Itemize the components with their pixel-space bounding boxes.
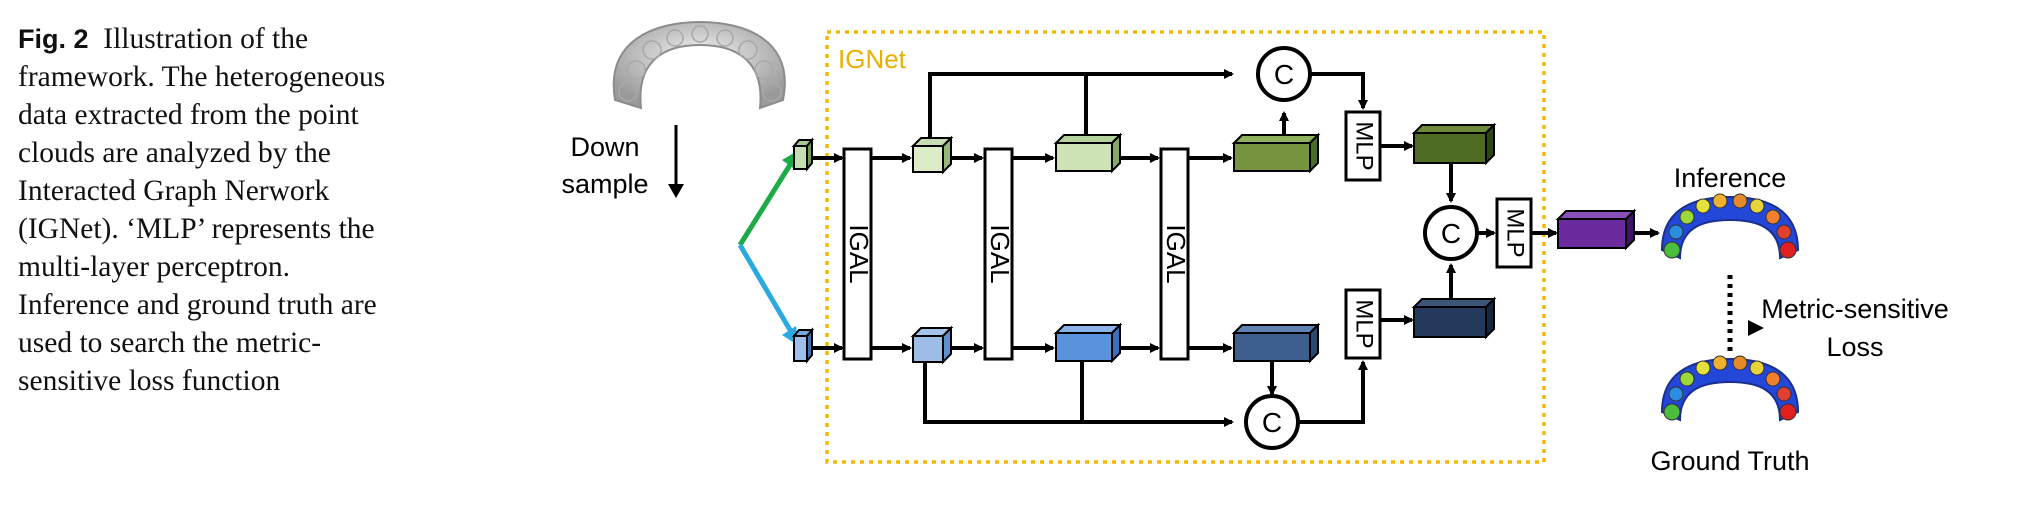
feature-cube-bottom-1 — [910, 325, 954, 365]
loss-pointer-icon — [1748, 320, 1764, 336]
feature-cube-top-3 — [1231, 132, 1321, 174]
igal-label-3: IGAL — [1161, 224, 1191, 283]
igal-label-1: IGAL — [844, 224, 874, 283]
caption-line-6: (IGNet). ‘MLP’ represents the — [18, 213, 375, 245]
top-skip-connections — [928, 69, 1289, 138]
bottom-concat-to-mlp-arrow — [1298, 360, 1368, 424]
figure-caption: Fig. 2 Illustration of the framework. Th… — [18, 20, 448, 400]
mlp-label-final: MLP — [1502, 208, 1529, 257]
fused-cube-bottom — [1411, 296, 1497, 340]
fused-cube-top — [1411, 122, 1497, 166]
caption-line-5: Interacted Graph Nerwork — [18, 175, 330, 207]
feature-cube-bottom-3 — [1231, 322, 1321, 364]
input-cube-bottom — [791, 327, 815, 364]
blue-branch-line — [737, 243, 796, 337]
caption-line-8: Inference and ground truth are — [18, 289, 377, 321]
concat-node-bottom: C — [1244, 394, 1300, 450]
mlp-label-top: MLP — [1351, 121, 1378, 170]
bottom-skip-connections — [923, 361, 1277, 427]
concat-label-middle: C — [1441, 218, 1461, 249]
loss-label-line2: Loss — [1826, 332, 1883, 362]
ignet-module-border — [825, 30, 1546, 464]
figure-label: Fig. 2 — [18, 24, 89, 54]
caption-line-7: multi-layer perceptron. — [18, 251, 290, 283]
mlp-label-bottom: MLP — [1351, 299, 1378, 348]
downsample-label-line1: Down — [570, 132, 639, 162]
point-cloud-image — [612, 20, 786, 110]
downsample-label-line2: sample — [561, 169, 648, 199]
mlp-box-final: MLP — [1495, 197, 1533, 269]
concat-label-bottom: C — [1262, 407, 1282, 438]
feature-cube-top-2 — [1053, 132, 1123, 174]
input-cube-top — [791, 137, 815, 172]
caption-line-9: used to search the metric- — [18, 327, 322, 359]
igal-label-2: IGAL — [985, 224, 1015, 283]
concat-label-top: C — [1274, 59, 1294, 90]
igal-block-3: IGAL — [1159, 147, 1191, 361]
output-cube — [1555, 208, 1637, 251]
downsample-arrow-head — [668, 184, 684, 198]
igal-block-1: IGAL — [842, 147, 874, 361]
top-concat-to-mlp-arrow — [1310, 72, 1368, 110]
concat-node-middle: C — [1423, 205, 1479, 261]
caption-line-10: sensitive loss function — [18, 365, 281, 397]
igal-block-2: IGAL — [983, 147, 1015, 361]
inference-arch-image — [1660, 193, 1800, 260]
caption-line-3: data extracted from the point — [18, 99, 359, 131]
inference-label: Inference — [1674, 163, 1787, 193]
concat-node-top: C — [1256, 46, 1312, 102]
mlp-box-top: MLP — [1344, 110, 1382, 182]
ground-truth-label: Ground Truth — [1650, 446, 1809, 476]
ignet-title: IGNet — [838, 44, 907, 74]
feature-cube-top-1 — [910, 135, 954, 175]
feature-cube-bottom-2 — [1053, 322, 1123, 364]
mlp-box-bottom: MLP — [1344, 288, 1382, 360]
caption-line-2: framework. The heterogeneous — [18, 61, 386, 93]
loss-label-line1: Metric-sensitive — [1761, 294, 1949, 324]
caption-line-1: Fig. 2 Illustration of the — [18, 23, 309, 55]
caption-line-4: clouds are analyzed by the — [18, 137, 331, 169]
ground-truth-arch-image — [1660, 355, 1800, 422]
green-branch-line — [737, 158, 796, 247]
